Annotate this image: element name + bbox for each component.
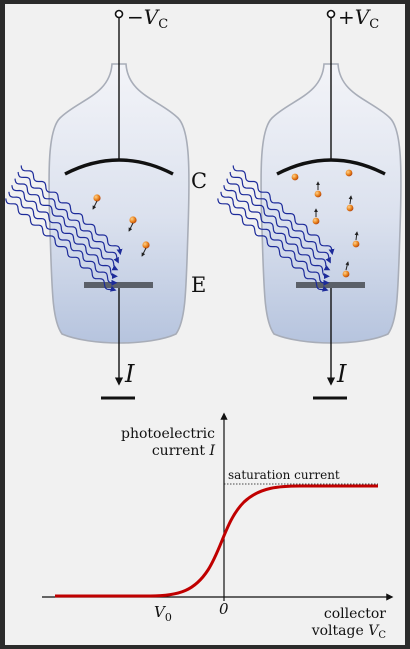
light-wave — [217, 198, 329, 292]
left-terminal — [114, 9, 124, 19]
left-phototube — [5, 9, 190, 400]
light-wave — [11, 185, 118, 280]
light-wave — [226, 178, 331, 271]
electron — [93, 194, 101, 202]
light-wave — [5, 198, 117, 292]
origin-label: 0 — [219, 600, 229, 618]
saturation-label: saturation current — [228, 468, 340, 482]
light-wave — [8, 191, 118, 286]
light-wave — [14, 178, 119, 271]
iv-curve — [55, 484, 378, 598]
right-electrons — [291, 169, 360, 278]
light-wave — [20, 165, 123, 256]
emitter-label: E — [191, 273, 206, 297]
x-axis-label-line1: collector — [324, 606, 386, 622]
light-wave — [220, 191, 330, 286]
electron — [352, 240, 360, 248]
stopping-voltage-label: V0 — [154, 603, 172, 624]
light-wave — [229, 171, 331, 264]
left-terminal-label: −VC — [127, 5, 168, 32]
right-emitter — [296, 282, 365, 288]
light-wave — [223, 185, 330, 280]
left-light-rays — [5, 165, 123, 292]
electron — [142, 241, 150, 249]
left-current-label: I — [124, 360, 135, 388]
right-current-label: I — [336, 360, 347, 388]
y-axis-label-line2: current I — [152, 443, 216, 459]
right-terminal-label: +VC — [338, 5, 379, 32]
light-wave — [17, 171, 119, 264]
light-wave — [232, 165, 335, 256]
right-tube-glass — [260, 63, 402, 344]
electron — [312, 217, 320, 225]
right-phototube — [217, 9, 402, 400]
y-axis-label-line1: photoelectric — [121, 426, 215, 442]
collector-label: C — [191, 169, 207, 193]
x-axis-label-line2: voltage VC — [311, 623, 387, 641]
left-electrons — [92, 194, 150, 257]
right-terminal — [326, 9, 336, 19]
electron — [345, 169, 353, 177]
right-light-rays — [217, 165, 335, 292]
electron — [314, 190, 322, 198]
electron — [346, 204, 354, 212]
iv-graph: photoelectric current I saturation curre… — [42, 412, 394, 641]
left-collector — [64, 158, 174, 176]
left-tube-glass — [48, 63, 190, 344]
electron — [342, 270, 350, 278]
left-emitter — [84, 282, 153, 288]
electron — [129, 216, 137, 224]
right-collector — [276, 158, 386, 176]
electron — [291, 173, 299, 181]
